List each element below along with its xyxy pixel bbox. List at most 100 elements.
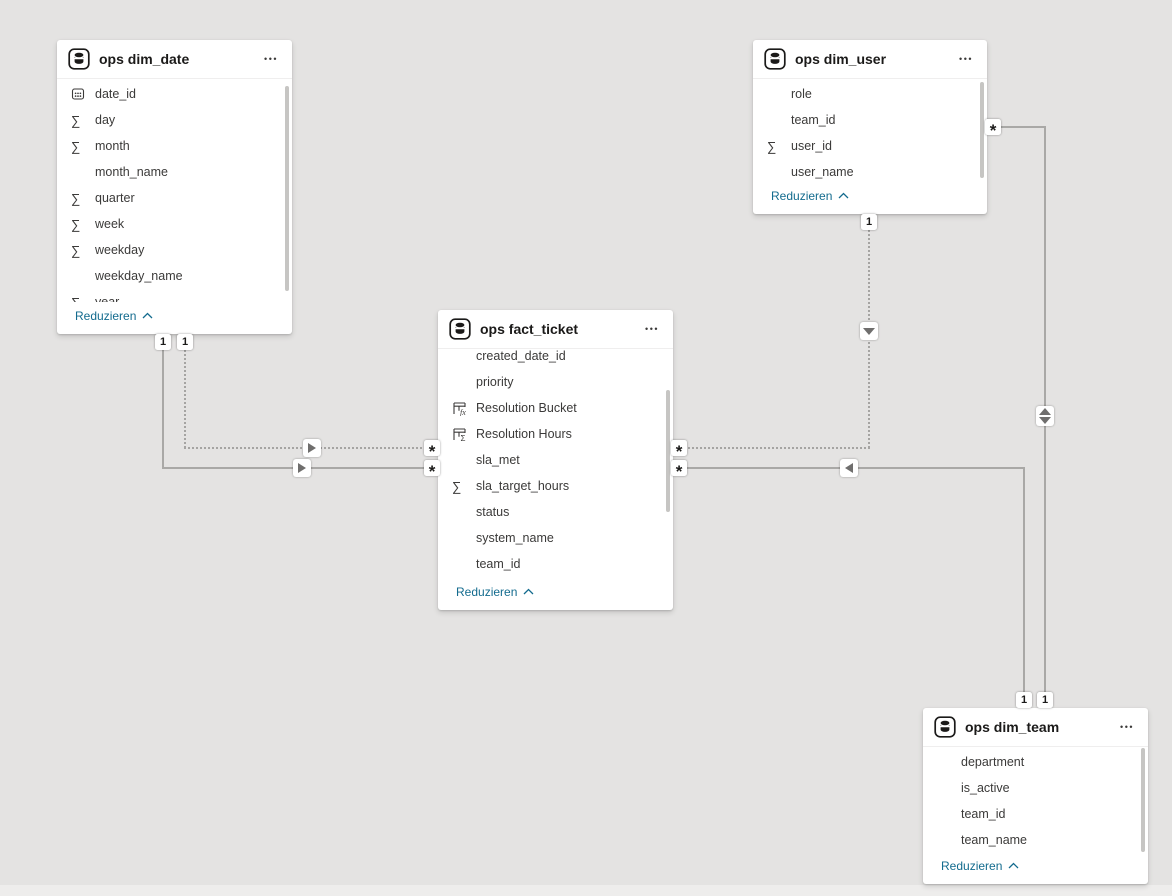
- field-row[interactable]: ∑ day: [57, 107, 292, 133]
- field-row[interactable]: priority: [438, 369, 673, 395]
- cardinality-one-badge: 1: [155, 334, 171, 350]
- field-label: status: [476, 505, 509, 519]
- sum-icon: ∑: [71, 242, 89, 258]
- chevron-up-icon: [523, 588, 534, 596]
- more-options-button[interactable]: •••: [957, 53, 975, 66]
- table-header[interactable]: ops dim_user •••: [753, 40, 987, 79]
- table-database-icon: [934, 716, 956, 738]
- table-title: ops dim_user: [795, 51, 957, 67]
- field-row[interactable]: Σ Resolution Hours: [438, 421, 673, 447]
- table-header[interactable]: ops dim_team •••: [923, 708, 1148, 747]
- table-scrollbar[interactable]: [980, 82, 984, 178]
- filter-direction-down-icon: [860, 322, 878, 340]
- field-row[interactable]: system_name: [438, 525, 673, 551]
- field-row[interactable]: ∑ weekday: [57, 237, 292, 263]
- filter-direction-left-icon: [840, 459, 858, 477]
- svg-text:Σ: Σ: [461, 434, 466, 442]
- no-icon: [71, 164, 89, 180]
- table-card-dim-team[interactable]: ops dim_team ••• department is_active te…: [923, 708, 1148, 884]
- table-scrollbar[interactable]: [285, 86, 289, 291]
- no-icon: [937, 832, 955, 848]
- filter-direction-right-icon: [293, 459, 311, 477]
- field-label: month_name: [95, 165, 168, 179]
- field-row[interactable]: team_id: [438, 551, 673, 577]
- table-scrollbar[interactable]: [1141, 748, 1145, 852]
- field-label: weekday_name: [95, 269, 183, 283]
- field-row[interactable]: sla_met: [438, 447, 673, 473]
- field-label: user_id: [791, 139, 832, 153]
- field-list: department is_active team_id team_name: [923, 747, 1148, 852]
- table-title: ops dim_team: [965, 719, 1118, 735]
- collapse-button[interactable]: Reduzieren: [923, 852, 1148, 884]
- relationship-line-team-fact[interactable]: [1023, 467, 1025, 708]
- field-label: team_name: [961, 833, 1027, 847]
- field-row[interactable]: ∑ sla_target_hours: [438, 473, 673, 499]
- field-row[interactable]: team_name: [923, 827, 1148, 852]
- field-label: team_id: [476, 557, 520, 571]
- table-scrollbar[interactable]: [666, 390, 670, 512]
- table-database-icon: [449, 318, 471, 340]
- field-row[interactable]: month_name: [57, 159, 292, 185]
- table-header[interactable]: ops dim_date •••: [57, 40, 292, 79]
- cardinality-many-badge: *: [985, 119, 1001, 135]
- field-label: role: [791, 87, 812, 101]
- table-card-dim-user[interactable]: ops dim_user ••• role team_id ∑ user_id …: [753, 40, 987, 214]
- field-row[interactable]: date_id: [57, 81, 292, 107]
- no-icon: [937, 780, 955, 796]
- sum-icon: ∑: [71, 216, 89, 232]
- field-label: sla_met: [476, 453, 520, 467]
- field-row[interactable]: department: [923, 749, 1148, 775]
- cardinality-one-badge: 1: [177, 334, 193, 350]
- field-row[interactable]: ∑ week: [57, 211, 292, 237]
- collapse-button[interactable]: Reduzieren: [438, 578, 673, 610]
- sum-icon: ∑: [71, 138, 89, 154]
- field-row[interactable]: fx Resolution Bucket: [438, 395, 673, 421]
- table-card-dim-date[interactable]: ops dim_date ••• date_id ∑ day ∑ month m…: [57, 40, 292, 334]
- more-options-button[interactable]: •••: [1118, 721, 1136, 734]
- field-row[interactable]: team_id: [753, 107, 987, 133]
- relationship-line-user-fact-inactive[interactable]: [673, 447, 870, 449]
- field-label: year: [95, 295, 119, 302]
- no-icon: [767, 86, 785, 102]
- field-row[interactable]: ∑ month: [57, 133, 292, 159]
- more-options-button[interactable]: •••: [262, 53, 280, 66]
- field-label: quarter: [95, 191, 135, 205]
- table-title: ops fact_ticket: [480, 321, 643, 337]
- field-row[interactable]: team_id: [923, 801, 1148, 827]
- field-list: role team_id ∑ user_id user_name: [753, 79, 987, 182]
- field-label: date_id: [95, 87, 136, 101]
- field-label: department: [961, 755, 1024, 769]
- cardinality-many-badge: *: [671, 460, 687, 476]
- table-card-fact-ticket[interactable]: ops fact_ticket ••• created_date_id prio…: [438, 310, 673, 610]
- cardinality-one-badge: 1: [1016, 692, 1032, 708]
- field-row[interactable]: is_active: [923, 775, 1148, 801]
- field-row[interactable]: ∑ year: [57, 289, 292, 302]
- relationship-line-date-fact-inactive[interactable]: [184, 334, 186, 448]
- calculated-column-sum-icon: Σ: [452, 426, 470, 442]
- table-database-icon: [764, 48, 786, 70]
- no-icon: [452, 374, 470, 390]
- collapse-button[interactable]: Reduzieren: [753, 182, 987, 214]
- field-row[interactable]: role: [753, 81, 987, 107]
- field-row[interactable]: ∑ quarter: [57, 185, 292, 211]
- cardinality-many-badge: *: [671, 440, 687, 456]
- relationship-line-date-fact-active[interactable]: [162, 334, 164, 468]
- field-list: date_id ∑ day ∑ month month_name ∑ quart…: [57, 79, 292, 302]
- field-row[interactable]: created_date_id: [438, 349, 673, 369]
- field-label: is_active: [961, 781, 1010, 795]
- field-row[interactable]: ∑ user_id: [753, 133, 987, 159]
- field-row[interactable]: weekday_name: [57, 263, 292, 289]
- field-row[interactable]: status: [438, 499, 673, 525]
- table-header[interactable]: ops fact_ticket •••: [438, 310, 673, 349]
- field-row[interactable]: user_name: [753, 159, 987, 182]
- sum-icon: ∑: [71, 112, 89, 128]
- no-icon: [71, 268, 89, 284]
- collapse-button[interactable]: Reduzieren: [57, 302, 292, 334]
- field-label: sla_target_hours: [476, 479, 569, 493]
- more-options-button[interactable]: •••: [643, 323, 661, 336]
- no-icon: [452, 556, 470, 572]
- no-icon: [452, 530, 470, 546]
- field-label: Resolution Bucket: [476, 401, 577, 415]
- field-list: created_date_id priority fx Resolution B…: [438, 349, 673, 578]
